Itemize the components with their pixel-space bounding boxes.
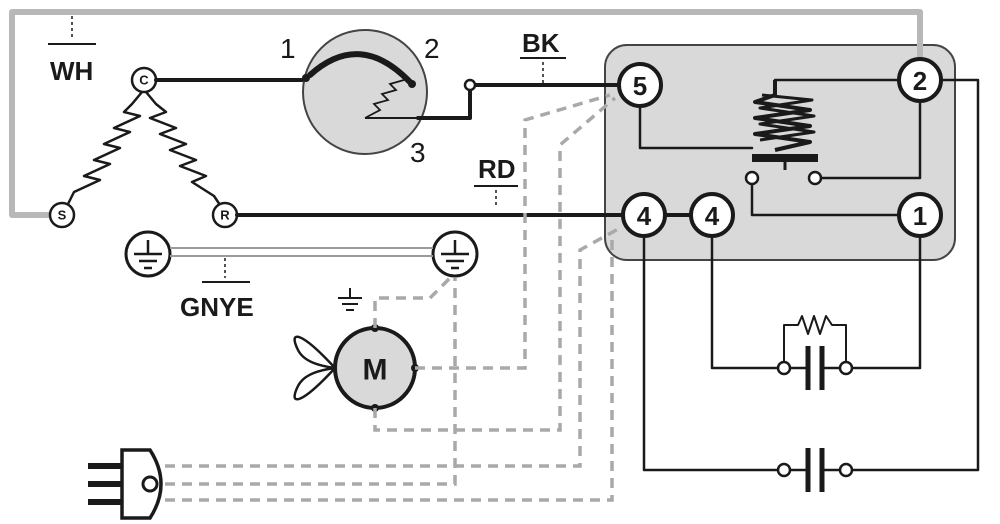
relay-terminal-2: 2 <box>897 57 943 103</box>
relay-terminal-4b: 4 <box>689 192 735 238</box>
wire-label-gnye: GNYE <box>180 258 254 322</box>
svg-text:M: M <box>363 354 388 387</box>
svg-text:R: R <box>220 208 230 223</box>
svg-text:WH: WH <box>50 56 93 86</box>
run-capacitor <box>642 78 980 492</box>
svg-text:2: 2 <box>913 66 927 96</box>
svg-text:C: C <box>139 73 149 88</box>
svg-text:RD: RD <box>478 154 516 184</box>
thermostat-contact-3: 3 <box>410 137 426 168</box>
svg-text:1: 1 <box>913 201 927 231</box>
relay-terminal-4a: 4 <box>621 192 667 238</box>
compressor-windings <box>64 91 224 209</box>
wire-label-rd: RD <box>474 154 518 206</box>
compressor-terminal-s: S <box>48 201 76 229</box>
wire-gnye <box>170 247 433 257</box>
wire-label-wh: WH <box>48 16 96 86</box>
svg-text:S: S <box>58 208 67 223</box>
relay-terminal-1: 1 <box>897 192 943 238</box>
thermostat-contact-2: 2 <box>424 33 440 64</box>
power-plug-icon <box>88 448 163 520</box>
svg-text:GNYE: GNYE <box>180 292 254 322</box>
compressor-terminal-r: R <box>211 201 239 229</box>
ground-terminal-left <box>124 230 172 278</box>
fan-motor-ground-symbol <box>338 288 362 311</box>
ground-terminal-right <box>431 230 479 278</box>
wire-bk <box>416 83 622 120</box>
fan-motor: M <box>333 324 419 412</box>
start-capacitor-with-resistor <box>710 234 922 390</box>
dashed-wires <box>165 93 621 502</box>
svg-text:5: 5 <box>633 71 647 101</box>
wire-label-bk: BK <box>520 28 566 84</box>
fan-blade-icon <box>293 335 339 401</box>
thermostat <box>302 29 428 155</box>
relay-terminal-5: 5 <box>617 62 663 108</box>
svg-text:4: 4 <box>637 201 652 231</box>
compressor-terminal-c: C <box>130 66 158 94</box>
svg-text:4: 4 <box>705 201 720 231</box>
wire-wh <box>9 9 923 218</box>
svg-text:BK: BK <box>522 28 560 58</box>
thermostat-contact-1: 1 <box>280 33 296 64</box>
